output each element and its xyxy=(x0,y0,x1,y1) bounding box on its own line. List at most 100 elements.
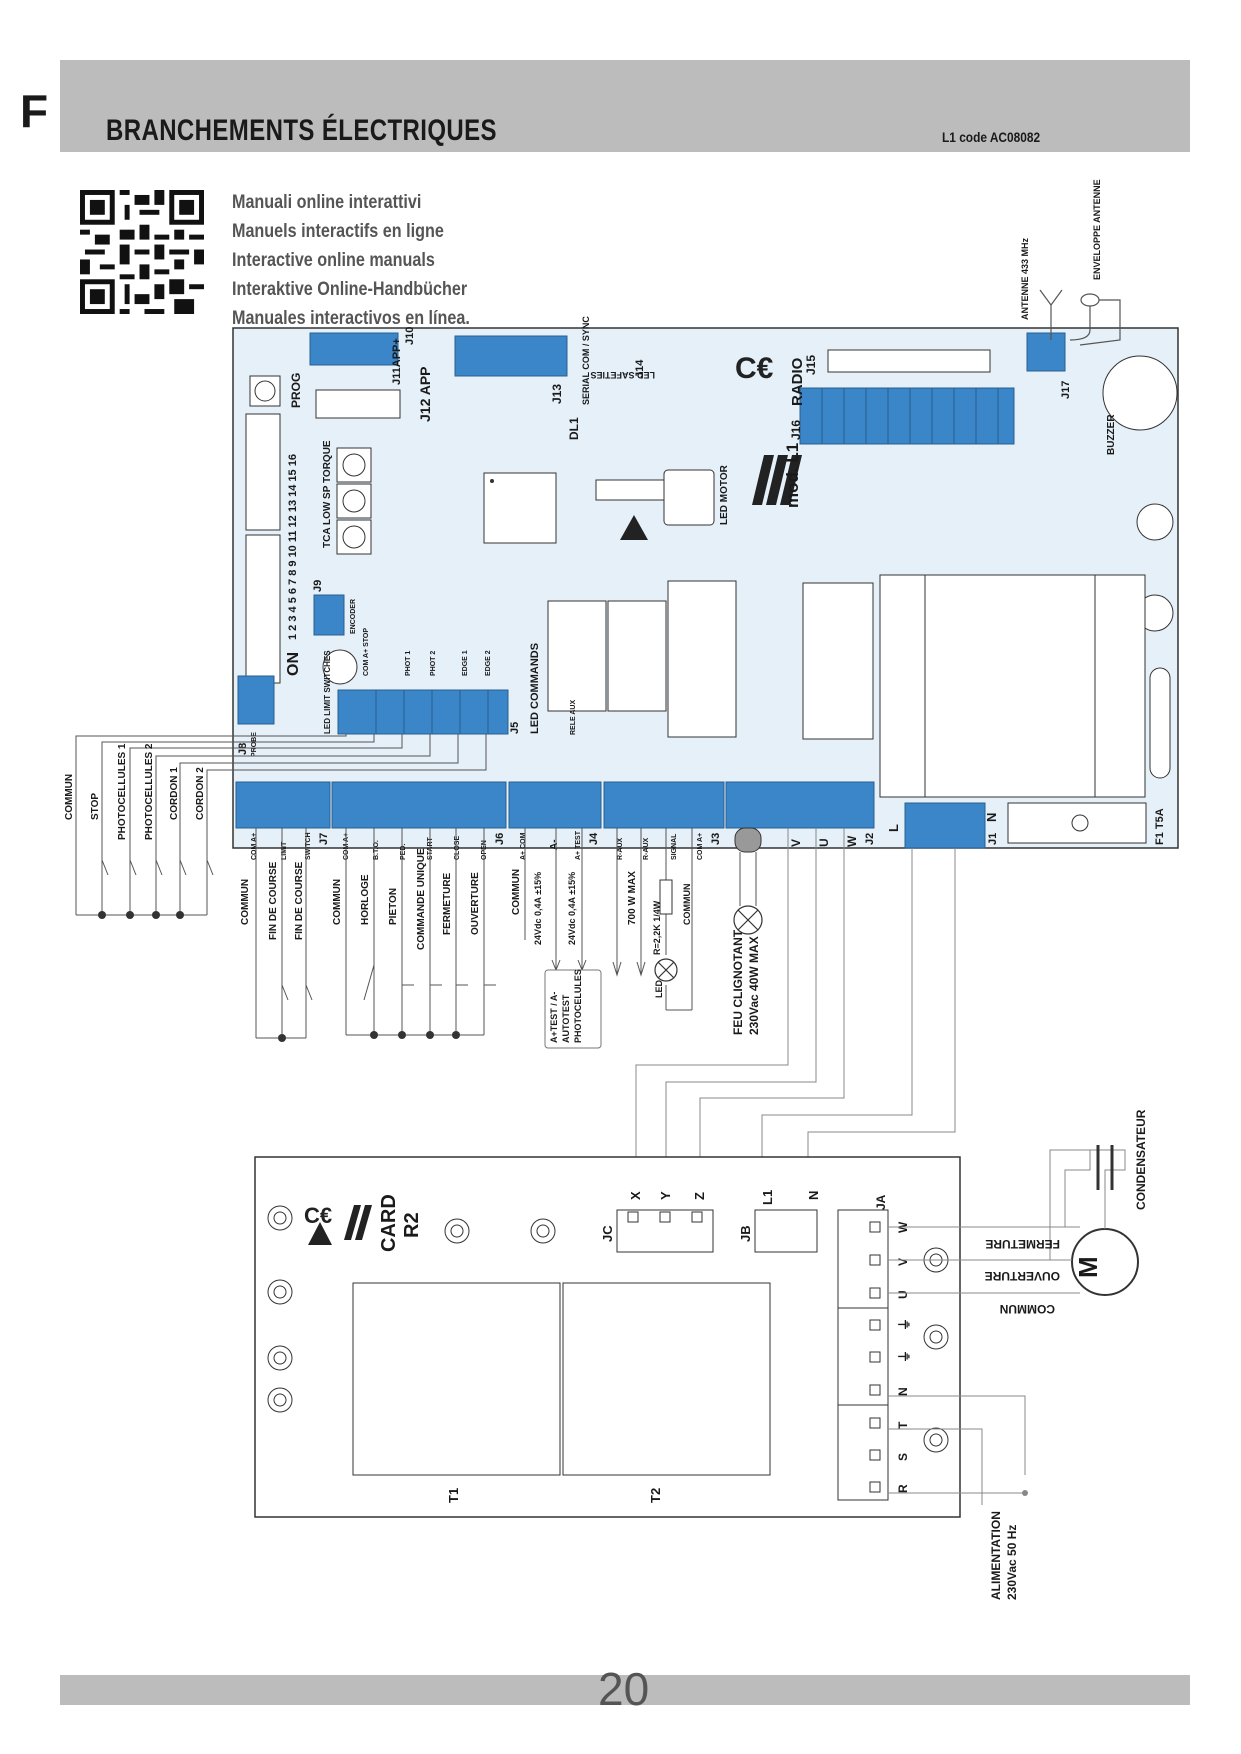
label-j3: J3 xyxy=(710,833,722,845)
connector-j9-encoder xyxy=(313,594,345,636)
supply-node xyxy=(1022,1490,1028,1496)
prog-button-dot xyxy=(254,380,276,402)
pin-j4-test: A+ TEST xyxy=(575,830,582,860)
manual-en[interactable]: Interactive online manuals xyxy=(232,250,435,271)
relay-1 xyxy=(547,600,607,712)
qr-code-icon[interactable] xyxy=(79,190,205,314)
connector-j8 xyxy=(237,675,275,725)
label-j16: J16 xyxy=(789,420,803,440)
label-prog: PROG xyxy=(289,373,303,408)
j5-label-24v-1: 24Vdc 0,4A ±15% xyxy=(533,872,543,945)
pin-j6-close: CLOSE xyxy=(454,836,461,860)
label-serial: SERIAL COM / SYNC xyxy=(581,316,591,405)
terminal-j2 xyxy=(725,781,875,829)
autotest-line3: PHOTOCELULES xyxy=(573,969,583,1043)
label-envelope: ENVELOPPE ANTENNE xyxy=(1092,179,1102,280)
motor-wires xyxy=(888,1149,1126,1294)
pin-j5-com: A+ COM xyxy=(520,832,527,860)
flashing-light-icon xyxy=(733,905,763,935)
power-transistor xyxy=(663,469,715,526)
capacitor-icon xyxy=(1096,1145,1114,1190)
label-led-safeties: LED SAFETIES xyxy=(590,370,655,380)
connector-jb xyxy=(754,1209,818,1253)
antenna-icon xyxy=(1039,289,1121,346)
terminal-j7 xyxy=(235,781,331,829)
alimentation-label: ALIMENTATION xyxy=(989,1511,1003,1600)
label-led-limit: LED LIMIT SWITCHES xyxy=(323,650,332,734)
pin-j3-raux2: R-AUX xyxy=(643,838,650,860)
transformer-t1 xyxy=(352,1282,561,1476)
relay-aux xyxy=(667,580,737,738)
j3-wires xyxy=(612,828,693,1011)
autotest-box xyxy=(544,969,602,1049)
microcontroller-chip xyxy=(483,472,557,544)
connector-j5-commands xyxy=(337,689,509,735)
trimmer-knob xyxy=(342,525,366,549)
chip-pin1-dot xyxy=(490,479,494,483)
label-buzzer: BUZZER xyxy=(1106,414,1117,455)
dip-switch-block-2 xyxy=(245,413,281,531)
pin-j3-raux1: R-AUX xyxy=(617,838,624,860)
jc-pin-y: Y xyxy=(658,1191,673,1200)
j8-label-phot1: PHOTOCELLULES 1 xyxy=(117,743,128,840)
j6-wires xyxy=(345,828,496,1036)
label-j12: J12 APP xyxy=(417,366,433,422)
label-on: ON xyxy=(285,652,302,676)
pin-j1-l: L xyxy=(886,824,901,832)
label-led-commands: LED COMMANDS xyxy=(529,643,541,734)
label-trimmers: TCA LOW SP TORQUE xyxy=(322,440,333,548)
heatsink-tab xyxy=(595,479,669,501)
j7-label-commun: COMMUN xyxy=(240,879,251,925)
fuse-circle xyxy=(1071,814,1089,832)
ja-pin-t: T xyxy=(896,1421,910,1429)
connector-j17 xyxy=(1026,332,1066,372)
label-com-stop: COM A+ STOP xyxy=(363,628,370,676)
label-edge2: EDGE 2 xyxy=(485,650,492,676)
terminal-j1 xyxy=(904,802,986,849)
connector-j13 xyxy=(454,335,568,377)
manual-es[interactable]: Manuales interactivos en línea. xyxy=(232,308,470,329)
commun-label: COMMUN xyxy=(1000,1302,1055,1316)
j7-node xyxy=(278,1034,286,1042)
card-name: CARD xyxy=(378,1194,400,1252)
j8-nodes xyxy=(98,911,184,919)
label-j1: J1 xyxy=(987,833,999,845)
board-hole xyxy=(1136,503,1174,541)
relay-2 xyxy=(607,600,667,712)
manual-de[interactable]: Interaktive Online-Handbücher xyxy=(232,279,468,300)
label-j11: J11APP+ xyxy=(391,338,403,385)
jc-pins xyxy=(627,1211,703,1223)
led-lamp-icon xyxy=(654,958,678,982)
label-probe: PROBE xyxy=(251,732,258,757)
autotest-line1: A+TEST / A- xyxy=(549,992,559,1043)
j3-label-resistor: R=2,2K 1/4W xyxy=(652,900,662,955)
motor-symbol: M xyxy=(1073,1256,1103,1278)
label-j10: J10 xyxy=(404,327,416,345)
feu-wires xyxy=(739,852,757,906)
card-ce-mark-icon: C€ xyxy=(304,1203,332,1228)
jb-pin-n: N xyxy=(806,1191,821,1200)
jc-label: JC xyxy=(600,1225,615,1242)
esd-warning-icon xyxy=(620,515,648,540)
product-code: L1 code AC08082 xyxy=(942,129,1041,145)
label-j5-board: J5 xyxy=(509,722,521,734)
manual-fr[interactable]: Manuels interactifs en ligne xyxy=(232,221,444,242)
j6-label-commun: COMMUN xyxy=(332,879,343,925)
resistor xyxy=(659,879,673,915)
ja-pin-s: S xyxy=(896,1453,910,1461)
ja-pin-n: N xyxy=(896,1387,910,1396)
manufacturer-logo-icon xyxy=(752,455,802,505)
terminal-j6 xyxy=(331,781,507,829)
j7-wires xyxy=(255,828,313,1039)
label-phot2: PHOT 2 xyxy=(430,651,437,676)
supply-wires xyxy=(888,1395,1026,1505)
online-manuals-list: Manuali online interattivi Manuels inter… xyxy=(232,188,470,333)
buzzer xyxy=(1102,355,1178,431)
transformer xyxy=(879,574,1146,798)
ce-mark-icon: C€ xyxy=(735,352,774,385)
label-j13: J13 xyxy=(550,384,564,404)
label-j9: J9 xyxy=(312,580,324,592)
radio-module xyxy=(799,387,1015,445)
pin-j3-signal: SIGNAL xyxy=(671,833,678,860)
manual-it[interactable]: Manuali online interattivi xyxy=(232,192,422,213)
